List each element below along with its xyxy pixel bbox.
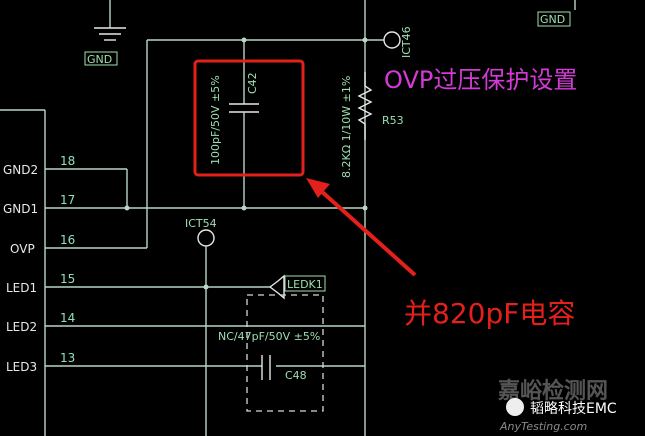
pin-name: LED2 [6,320,37,334]
gnd-net-box [537,11,571,27]
ledk1-label: LEDK1 [287,278,323,291]
pin-name: OVP [10,242,35,256]
c42-value: 100pF/50V ±5% [209,75,222,165]
pin-name: GND2 [3,163,38,177]
testpoint-ict54 [197,229,215,247]
annotation-arrowhead [306,178,330,198]
ledk1-flag [269,274,285,300]
gnd-net-box [84,51,118,66]
ovp-title: OVP过压保护设置 [384,66,577,94]
annotation-arrow [318,188,417,277]
c48-ref: C48 [285,369,307,382]
pin-number: 14 [60,311,75,325]
testpoint-label-ict46: ICT46 [400,26,413,58]
pin-name: GND1 [3,202,38,216]
gnd-label: GND [540,13,565,26]
pin-name: LED1 [6,281,37,295]
watermark-account: 韬略科技EMC [530,401,617,417]
testpoint-ict46 [383,31,401,49]
pin-number: 18 [60,154,75,168]
parallel-note: 并820pF电容 [404,297,575,330]
gnd-label: GND [87,53,112,66]
r53-value: 8.2KΩ 1/10W ±1% [340,76,353,178]
pin-number: 17 [60,193,75,207]
pin-name: LED3 [6,360,37,374]
c48-nc-box [246,294,324,412]
wechat-icon [506,398,524,416]
ledk1-net-box [284,275,326,292]
pin-number: 16 [60,233,75,247]
c48-value: NC/47pF/50V ±5% [218,330,320,343]
r53-ref: R53 [382,114,404,127]
watermark-url: AnyTesting.com [499,420,587,433]
pin-number: 15 [60,272,75,286]
highlight-box [193,59,305,177]
testpoint-label-ict54: ICT54 [185,217,217,230]
pin-number: 13 [60,351,75,365]
resistor-r53 [357,72,373,140]
junction-dot [124,205,130,211]
c42-ref: C42 [246,72,259,94]
